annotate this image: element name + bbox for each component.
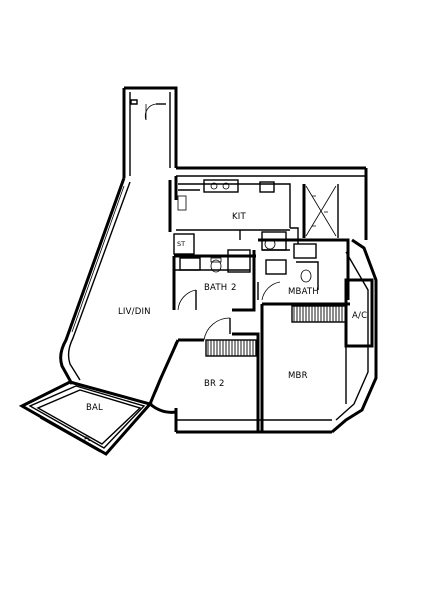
bath-2	[172, 249, 256, 312]
ac-unit	[344, 278, 374, 348]
br2-wardrobe	[205, 339, 257, 357]
planter-label: PL	[84, 435, 92, 443]
living-dining-label: LIV/DIN	[118, 307, 151, 317]
storage-closet	[173, 233, 195, 255]
ac-label: A/C	[352, 311, 367, 321]
room-labels: KIT LIV/DIN BATH 2 MBATH BR 2 MBR BAL A/…	[84, 212, 367, 443]
kitchen-label: KIT	[232, 212, 246, 222]
bath-2-number: 2	[231, 283, 237, 293]
bedroom-2-label: BR 2	[204, 379, 225, 389]
living-exterior-wall	[59, 177, 131, 385]
kitchen-block	[176, 179, 299, 244]
bedroom-walls	[149, 302, 350, 434]
balcony-label: BAL	[86, 403, 103, 413]
corridor-wall	[176, 166, 366, 177]
storage-label: ST	[177, 240, 185, 248]
service-shaft	[302, 184, 339, 238]
master-bedroom-label: MBR	[288, 371, 308, 381]
bath-2-label: BATH	[204, 283, 227, 293]
mbr-wardrobe	[291, 305, 347, 323]
master-bath-label: MBATH	[288, 287, 319, 297]
entry-door-swing	[144, 103, 157, 121]
living-interior-wall	[148, 176, 180, 405]
balcony	[18, 380, 153, 456]
entry-tower	[122, 86, 178, 178]
